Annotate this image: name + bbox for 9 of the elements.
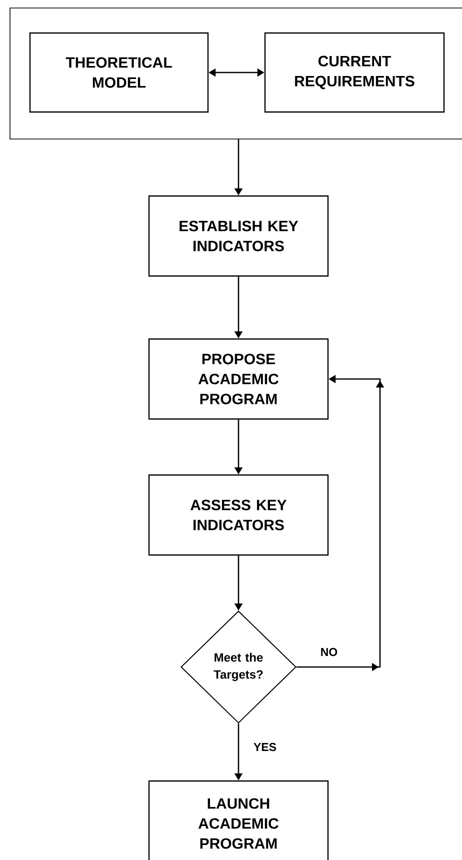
process-box: THEORETICAL MODEL (29, 32, 209, 113)
process-box: ASSESS KEY INDICATORS (148, 474, 329, 556)
process-box: PROPOSE ACADEMIC PROGRAM (148, 338, 329, 420)
process-box: ESTABLISH KEY INDICATORS (148, 195, 329, 277)
process-box: LAUNCH ACADEMIC PROGRAM (148, 780, 329, 860)
edge-label: YES (252, 742, 278, 752)
container-box (10, 8, 462, 140)
edge-label: NO (319, 646, 339, 658)
process-box: CURRENT REQUIREMENTS (264, 32, 445, 113)
